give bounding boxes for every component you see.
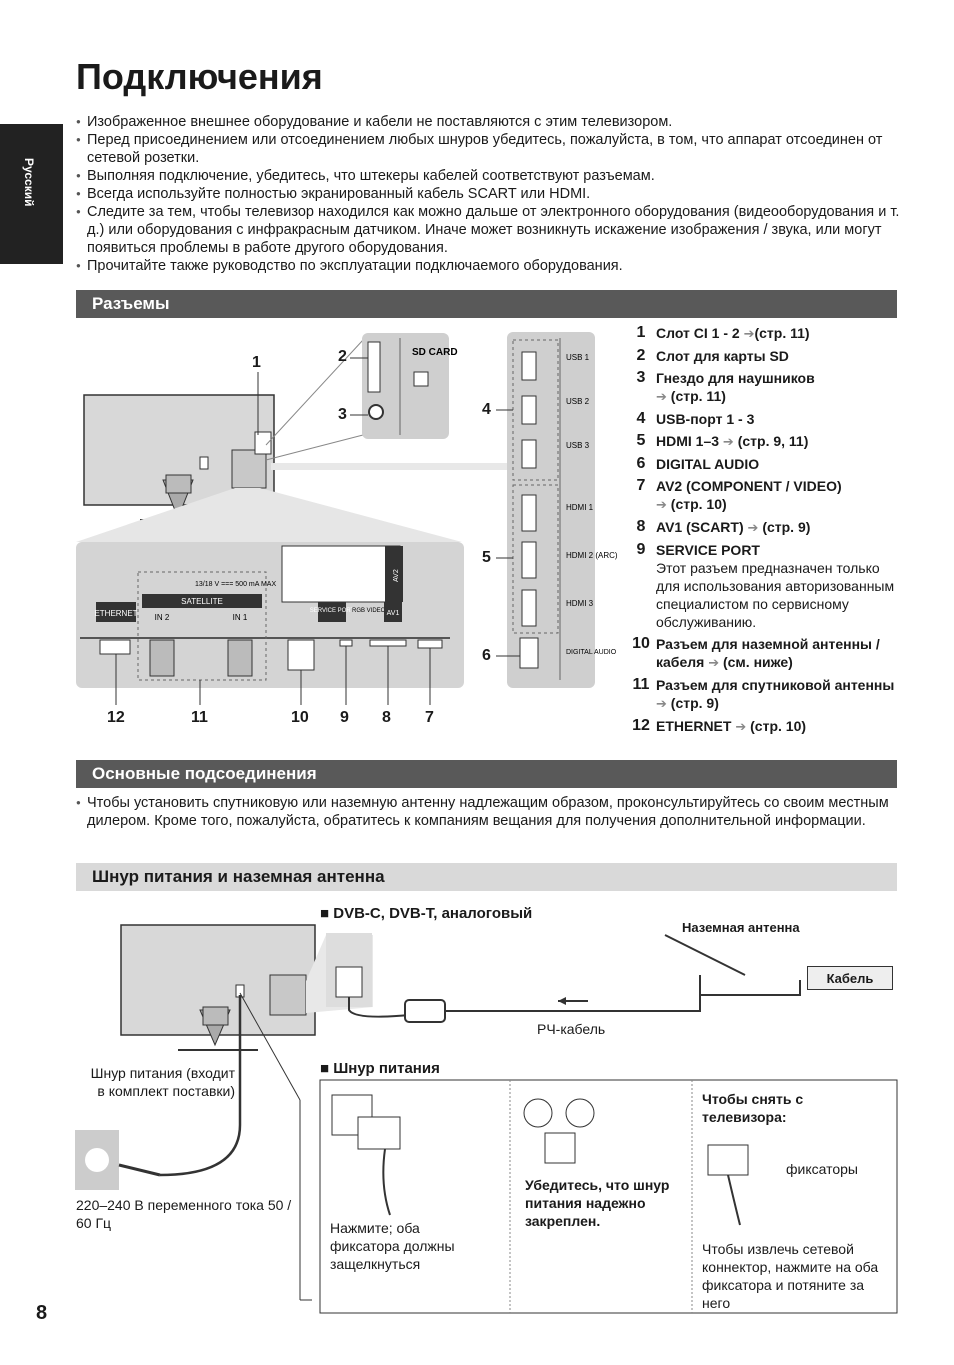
intro-bullets: Изображенное внешнее оборудование и кабе… [76, 113, 906, 275]
callout-12: 12 [107, 709, 125, 726]
power-cord-heading: ■ Шнур питания [320, 1060, 440, 1077]
rf-cable-label: РЧ-кабель [537, 1021, 606, 1037]
language-tab-label: Русский [22, 158, 36, 207]
bullet-item: Следите за тем, чтобы телевизор находилс… [76, 203, 906, 257]
callout-11: 11 [191, 709, 208, 726]
terrestrial-antenna-label: Наземная антенна [682, 920, 800, 935]
section-connectors-header: Разъемы [76, 290, 897, 318]
bullet-item: Изображенное внешнее оборудование и кабе… [76, 113, 906, 131]
remove-instructions: Чтобы извлечь сетевой коннектор, нажмите… [702, 1241, 879, 1311]
callout-7: 7 [425, 709, 434, 726]
callout-1: 1 [252, 354, 261, 371]
in1-label: IN 1 [233, 613, 248, 622]
callout-6: 6 [482, 647, 491, 664]
bullet-item: Всегда используйте полностью экранирован… [76, 185, 906, 203]
power-antenna-diagram [75, 924, 898, 1314]
basic-note: Чтобы установить спутниковую или наземну… [76, 794, 906, 830]
callout-9: 9 [340, 709, 349, 726]
callout-3: 3 [338, 406, 347, 423]
subsection-power-antenna: Шнур питания и наземная антенна [76, 863, 897, 891]
page-title: Подключения [76, 56, 323, 97]
in2-label: IN 2 [155, 613, 170, 622]
press-both-label: Нажмите; оба фиксатора должны защелкнуть… [330, 1220, 455, 1272]
usb1-label: USB 1 [566, 353, 590, 362]
hdmi1-label: HDMI 1 [566, 503, 594, 512]
rgb-video-label: RGB VIDEO [352, 608, 386, 614]
callout-4: 4 [482, 401, 491, 418]
satellite-power-label: 13/18 V === 500 mA MAX [195, 581, 276, 588]
usb3-label: USB 3 [566, 441, 590, 450]
bullet-item: Перед присоединением или отсоединением л… [76, 131, 906, 167]
bullet-item: Прочитайте также руководство по эксплуат… [76, 257, 906, 275]
service-port-label: SERVICE PORT [310, 608, 355, 614]
digital-audio-label: DIGITAL AUDIO [566, 649, 617, 656]
power-cord-label: Шнур питания (входит в комплект поставки… [90, 1065, 235, 1099]
ethernet-label: ETHERNET [94, 609, 137, 618]
mains-label: 220–240 В переменного тока 50 / 60 Гц [76, 1197, 292, 1231]
callout-5: 5 [482, 549, 491, 566]
usb2-label: USB 2 [566, 397, 590, 406]
callout-10: 10 [291, 709, 309, 726]
to-remove-label: Чтобы снять с телевизора: [702, 1091, 804, 1125]
dvb-heading: ■ DVB-C, DVB-T, аналоговый [320, 905, 533, 922]
callout-8: 8 [382, 709, 391, 726]
hdmi3-label: HDMI 3 [566, 599, 594, 608]
satellite-label: SATELLITE [181, 597, 223, 606]
av2-label: AV2 [393, 569, 400, 582]
av1-label: AV1 [387, 610, 400, 617]
cable-box: Кабель [807, 966, 893, 990]
sd-card-label: SD CARD [412, 347, 458, 358]
make-sure-label: Убедитесь, что шнур питания надежно закр… [525, 1177, 670, 1229]
latches-label: фиксаторы [786, 1161, 858, 1177]
bullet-item: Выполняя подключение, убедитесь, что ште… [76, 167, 906, 185]
hdmi2-label: HDMI 2 (ARC) [566, 551, 618, 560]
connectors-diagram: SD CARD USB 1 USB 2 USB 3 HDMI 1 HDMI 2 … [76, 332, 618, 705]
page-number: 8 [36, 1302, 48, 1324]
callout-2: 2 [338, 348, 347, 365]
section-basic-header: Основные подсоединения [76, 760, 897, 788]
language-tab: Русский [0, 124, 63, 264]
